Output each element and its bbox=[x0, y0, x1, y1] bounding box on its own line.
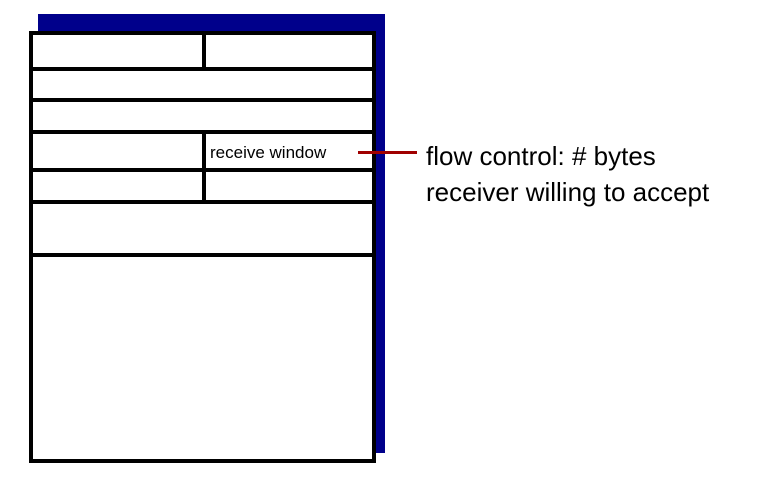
row-divider-2 bbox=[29, 98, 376, 102]
header-row-2[interactable] bbox=[33, 67, 372, 98]
receive-window-label: receive window bbox=[210, 143, 327, 162]
header-row-5[interactable] bbox=[33, 168, 372, 200]
header-row-1[interactable] bbox=[33, 31, 372, 67]
column-divider-rows-4-5 bbox=[202, 130, 206, 204]
row-divider-6 bbox=[29, 253, 376, 257]
callout-annotation: flow control: # bytes receiver willing t… bbox=[426, 138, 771, 210]
header-row-7-payload[interactable] bbox=[33, 253, 372, 459]
column-divider-row-1 bbox=[202, 31, 206, 71]
callout-line-2: receiver willing to accept bbox=[426, 177, 710, 207]
header-row-6[interactable] bbox=[33, 200, 372, 253]
tcp-segment-header-table: receive window bbox=[29, 31, 376, 463]
header-row-3[interactable] bbox=[33, 98, 372, 130]
callout-line-1: flow control: # bytes bbox=[426, 141, 656, 171]
leader-line-receive-window bbox=[358, 151, 417, 154]
